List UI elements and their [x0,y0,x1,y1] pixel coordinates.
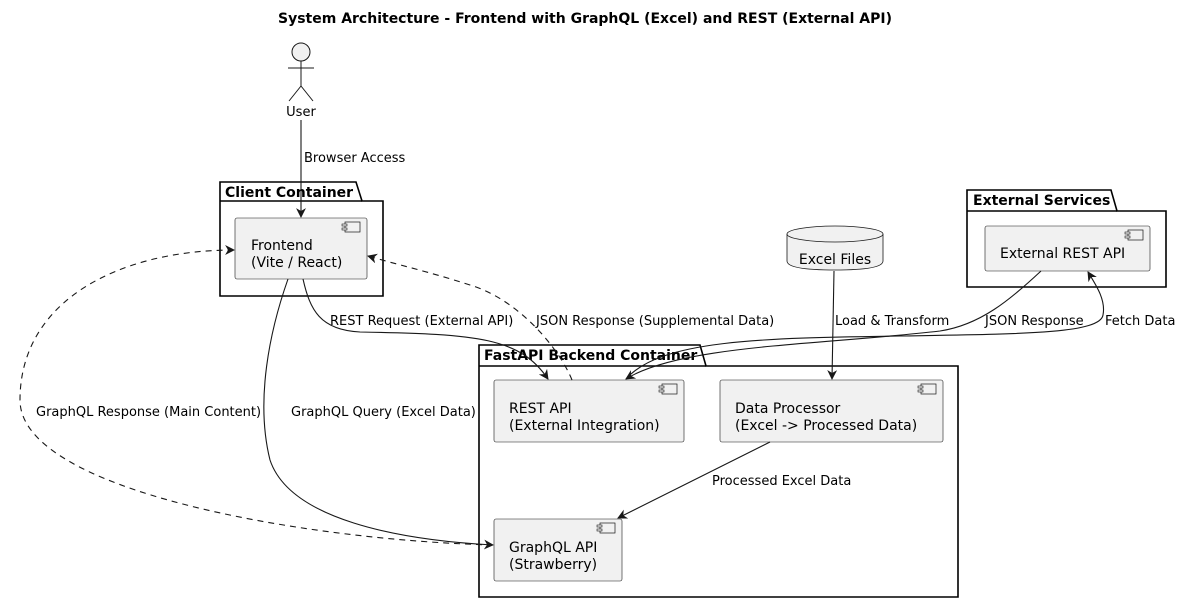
edge-label-processed-excel-data: Processed Excel Data [712,474,851,489]
edge-load-transform [827,270,838,380]
edge-fetch-data [625,271,1105,380]
diagram-title: System Architecture - Frontend with Grap… [278,11,892,27]
edge-graphql-query [263,278,494,550]
graphql-api-title: GraphQL API [509,540,597,556]
rest-api-subtitle: (External Integration) [509,418,660,434]
edge-label-browser-access: Browser Access [304,151,406,166]
frontend-component: Frontend (Vite / React) [234,217,368,280]
excel-files-label: Excel Files [799,252,871,268]
user-actor-icon [288,42,314,102]
edge-rest-request [302,278,549,380]
frontend-title: Frontend [251,238,313,254]
data-processor-title: Data Processor [735,401,841,417]
data-processor-component: Data Processor (Excel -> Processed Data) [719,379,944,443]
edge-label-graphql-query: GraphQL Query (Excel Data) [291,405,476,420]
backend-container-label: FastAPI Backend Container [484,348,697,364]
edge-label-rest-request: REST Request (External API) [330,314,513,329]
edge-processed-excel-data [617,441,771,519]
user-actor-label: User [286,105,316,120]
frontend-subtitle: (Vite / React) [251,255,342,271]
edge-label-json-response-supplemental: JSON Response (Supplemental Data) [535,314,774,329]
edge-label-load-transform: Load & Transform [835,314,949,329]
edge-json-response-supplemental [367,253,573,381]
external-services-label: External Services [973,193,1110,209]
excel-files-database: Excel Files [786,225,884,271]
edge-graphql-response [19,245,494,546]
graphql-api-component: GraphQL API (Strawberry) [493,518,623,582]
rest-api-component: REST API (External Integration) [493,379,685,443]
external-rest-api-title: External REST API [1000,246,1125,262]
external-rest-api-component: External REST API [984,225,1151,272]
client-container-label: Client Container [225,185,353,201]
rest-api-title: REST API [509,401,572,417]
edge-label-fetch-data: Fetch Data [1105,314,1175,329]
edge-label-json-response: JSON Response [984,314,1084,329]
graphql-api-subtitle: (Strawberry) [509,557,597,573]
edge-label-graphql-response: GraphQL Response (Main Content) [36,405,261,420]
data-processor-subtitle: (Excel -> Processed Data) [735,418,917,434]
